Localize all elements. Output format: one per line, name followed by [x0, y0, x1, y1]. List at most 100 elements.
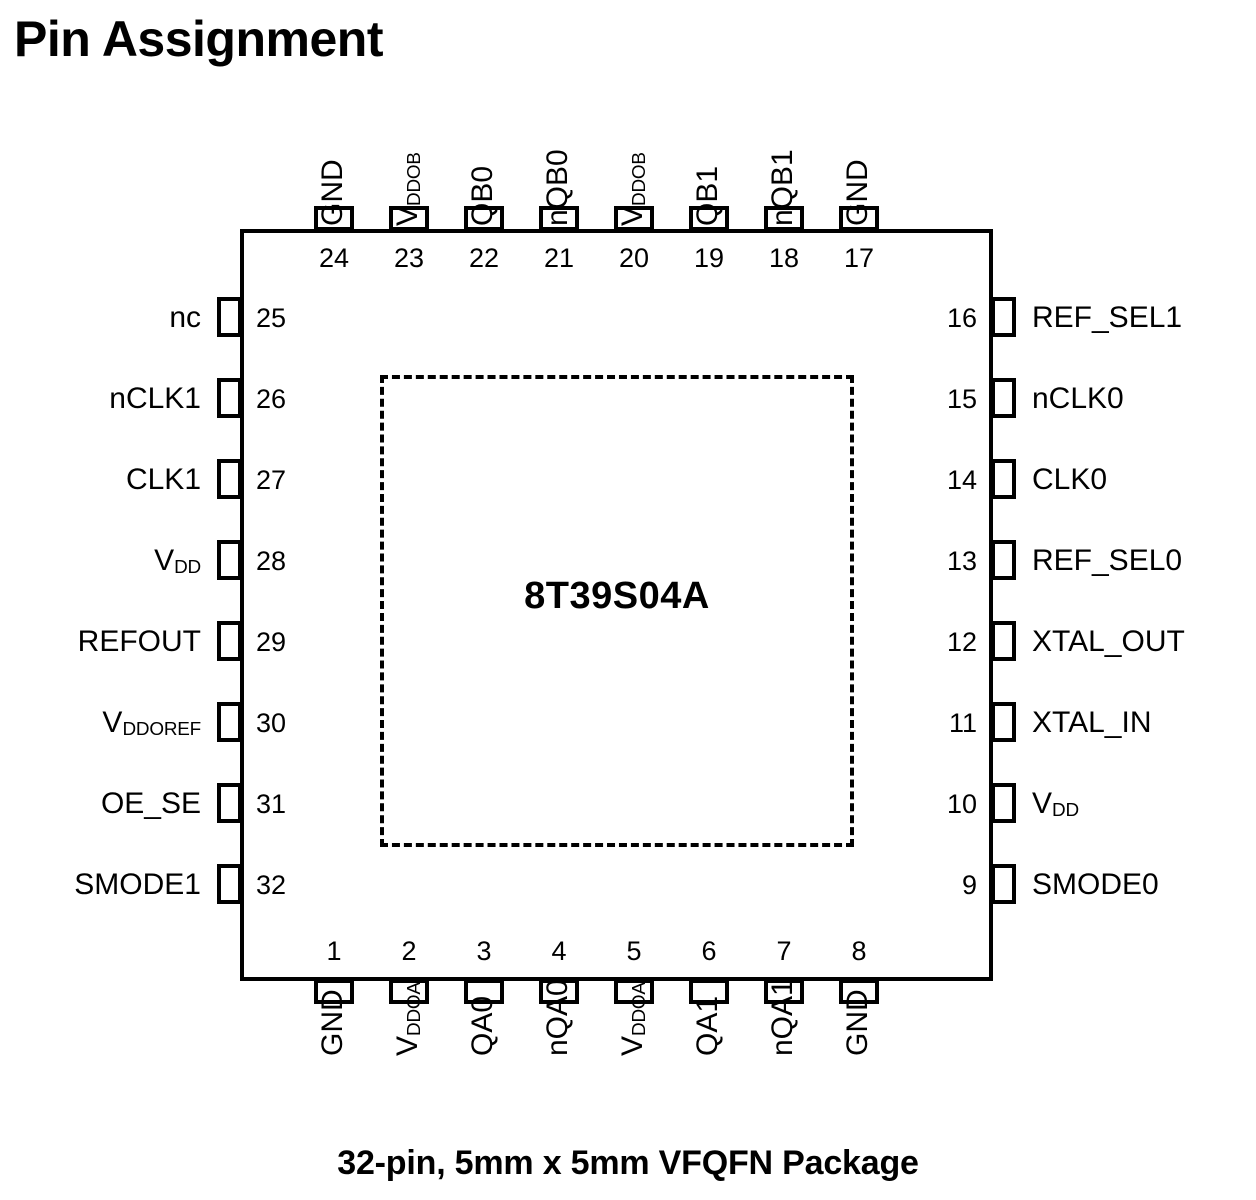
pin-number-19: 19	[693, 243, 725, 273]
pin-pad-7[interactable]	[764, 979, 804, 1004]
page-title: Pin Assignment	[14, 11, 383, 67]
pin-number-23: 23	[393, 243, 425, 273]
package-caption: 32-pin, 5mm x 5mm VFQFN Package	[337, 1144, 919, 1182]
pin-label-6: QA1	[691, 995, 724, 1056]
pin-number-17: 17	[843, 243, 875, 273]
pin-label-15: nCLK0	[1032, 382, 1124, 415]
pin-label-12: XTAL_OUT	[1032, 625, 1185, 658]
pin-pad-6[interactable]	[689, 979, 729, 1004]
package-body-outline	[240, 229, 993, 981]
pin-pad-26[interactable]	[217, 378, 242, 418]
pin-number-16: 16	[946, 303, 977, 333]
pin-number-15: 15	[946, 384, 977, 414]
pin-number-2: 2	[401, 936, 417, 966]
pin-label-27: CLK1	[125, 463, 201, 496]
pin-pad-32[interactable]	[217, 864, 242, 904]
pin-label-30: VDDOREF	[102, 706, 201, 741]
pin-label-3: QA0	[466, 995, 499, 1056]
pin-pad-9[interactable]	[991, 864, 1016, 904]
pin-label-14: CLK0	[1032, 463, 1108, 496]
pin-label-19: QB1	[691, 165, 724, 226]
pin-number-13: 13	[946, 546, 977, 576]
pin-label-21: nQB0	[541, 149, 574, 226]
pin-number-1: 1	[326, 936, 342, 966]
pin-number-8: 8	[851, 936, 867, 966]
pin-number-11: 11	[948, 708, 977, 738]
pin-label-25: nc	[169, 301, 201, 334]
pin-pad-24[interactable]	[314, 206, 354, 231]
pin-number-5: 5	[626, 936, 642, 966]
pin-label-8: GND	[841, 989, 874, 1056]
pin-pad-14[interactable]	[991, 459, 1016, 499]
pin-label-7: nQA1	[766, 979, 799, 1056]
pin-pad-20[interactable]	[614, 206, 654, 231]
pin-number-21: 21	[543, 243, 575, 273]
pin-pad-12[interactable]	[991, 621, 1016, 661]
pin-number-18: 18	[768, 243, 800, 273]
pin-pad-17[interactable]	[839, 206, 879, 231]
pin-label-11: XTAL_IN	[1032, 706, 1152, 739]
pin-number-27: 27	[256, 465, 287, 495]
pin-number-30: 30	[256, 708, 287, 738]
pin-label-18: nQB1	[766, 149, 799, 226]
exposed-pad-outline	[380, 375, 854, 847]
pin-pad-5[interactable]	[614, 979, 654, 1004]
pin-pad-30[interactable]	[217, 702, 242, 742]
pin-pad-1[interactable]	[314, 979, 354, 1004]
pin-number-26: 26	[256, 384, 287, 414]
pin-number-12: 12	[946, 627, 977, 657]
pin-number-22: 22	[468, 243, 500, 273]
pin-number-31: 31	[256, 789, 287, 819]
pin-pad-27[interactable]	[217, 459, 242, 499]
pin-number-9: 9	[961, 870, 977, 900]
pin-label-16: REF_SEL1	[1032, 301, 1183, 334]
pin-label-17: GND	[841, 159, 874, 226]
pin-label-23: VDDOB	[391, 152, 426, 226]
pin-label-2: VDDOA	[391, 982, 426, 1056]
part-number-label: 8T39S04A	[524, 575, 710, 617]
pin-number-14: 14	[946, 465, 977, 495]
pin-label-20: VDDOB	[616, 152, 651, 226]
pin-pad-3[interactable]	[464, 979, 504, 1004]
pin-pad-22[interactable]	[464, 206, 504, 231]
pin-number-20: 20	[618, 243, 650, 273]
pin-pad-4[interactable]	[539, 979, 579, 1004]
pin-pad-8[interactable]	[839, 979, 879, 1004]
pin-number-3: 3	[476, 936, 492, 966]
pin-label-22: QB0	[466, 165, 499, 226]
pin-pad-18[interactable]	[764, 206, 804, 231]
pin-pad-10[interactable]	[991, 783, 1016, 823]
pin-label-4: nQA0	[541, 979, 574, 1056]
pin-label-1: GND	[316, 989, 349, 1056]
pin-number-6: 6	[701, 936, 717, 966]
pin-label-13: REF_SEL0	[1032, 544, 1183, 577]
pin-label-32: SMODE1	[74, 868, 201, 901]
pin-number-29: 29	[256, 627, 287, 657]
pin-pad-29[interactable]	[217, 621, 242, 661]
pin-label-5: VDDOA	[616, 982, 651, 1056]
pin-pad-16[interactable]	[991, 297, 1016, 337]
pin-number-10: 10	[946, 789, 977, 819]
pin-label-28: VDD	[154, 544, 201, 579]
pin-pad-28[interactable]	[217, 540, 242, 580]
pin-pad-23[interactable]	[389, 206, 429, 231]
pin-number-32: 32	[256, 870, 287, 900]
pin-pad-19[interactable]	[689, 206, 729, 231]
pin-number-28: 28	[256, 546, 287, 576]
pin-pad-2[interactable]	[389, 979, 429, 1004]
pin-pad-21[interactable]	[539, 206, 579, 231]
pin-label-26: nCLK1	[109, 382, 201, 415]
pin-pad-25[interactable]	[217, 297, 242, 337]
pin-label-31: OE_SE	[100, 787, 201, 820]
pin-number-4: 4	[551, 936, 567, 966]
pin-label-29: REFOUT	[77, 625, 201, 658]
pin-pad-13[interactable]	[991, 540, 1016, 580]
pin-pad-11[interactable]	[991, 702, 1016, 742]
pin-number-7: 7	[776, 936, 792, 966]
pin-number-25: 25	[256, 303, 287, 333]
pin-label-9: SMODE0	[1032, 868, 1159, 901]
pin-pad-31[interactable]	[217, 783, 242, 823]
pin-label-10: VDD	[1032, 787, 1079, 822]
pin-pad-15[interactable]	[991, 378, 1016, 418]
